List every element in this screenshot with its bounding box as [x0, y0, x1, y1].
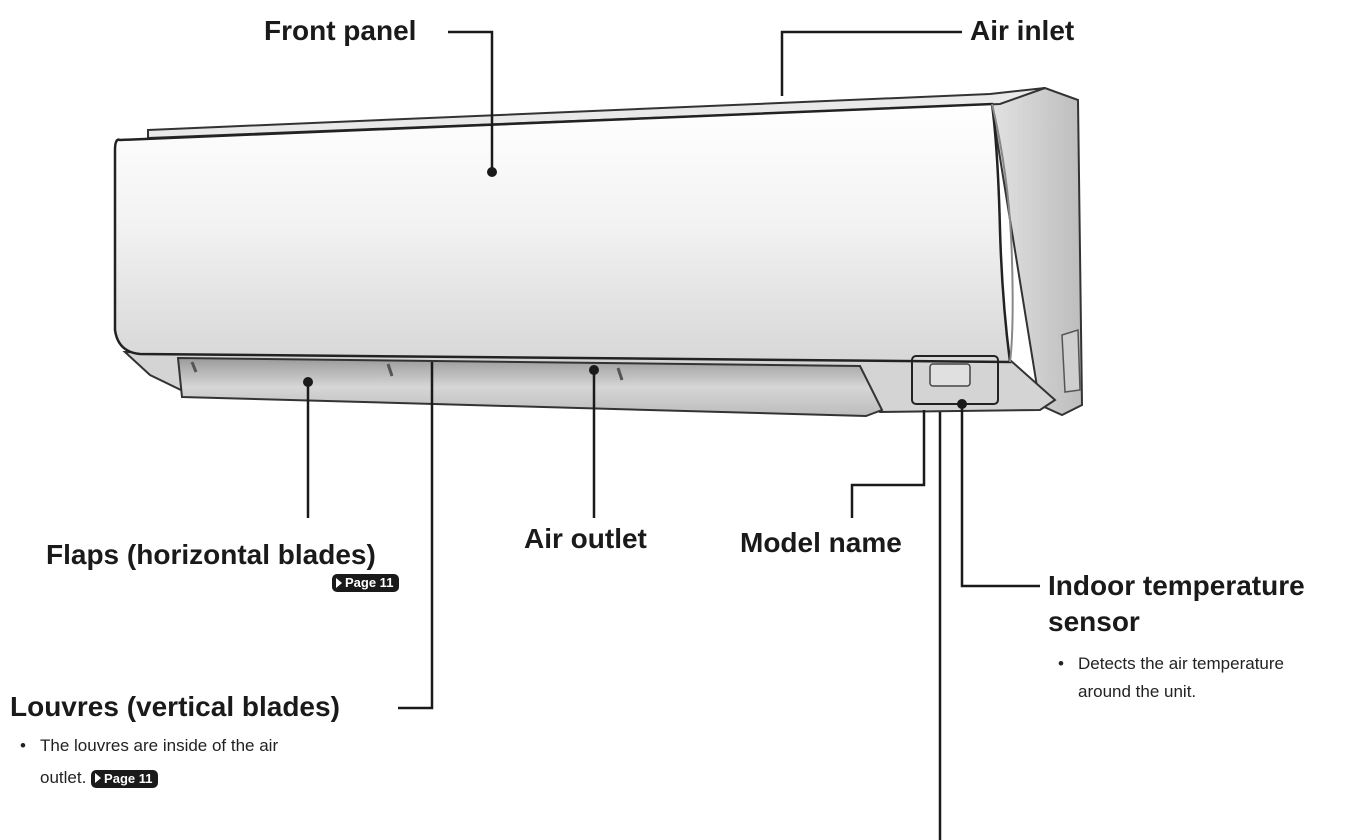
note-louvres-line2: outlet. Page 11: [20, 764, 278, 792]
leader-dots: [303, 167, 967, 409]
play-triangle-icon: [95, 773, 102, 784]
dot-air-outlet: [589, 365, 599, 375]
unit-top-edge: [147, 87, 1046, 140]
panel-right-curve: [991, 103, 1014, 363]
louvre-hint-3: [616, 367, 624, 381]
label-model-name: Model name: [740, 527, 902, 558]
ac-unit-body: [113, 86, 1084, 418]
leader-louvres: [398, 362, 434, 710]
label-air-inlet: Air inlet: [970, 15, 1075, 46]
label-flaps: Flaps (horizontal blades): [46, 539, 376, 570]
note-sensor-text2: around the unit.: [1078, 682, 1197, 701]
label-indoor-sensor-line2: sensor: [1048, 606, 1140, 637]
louvres-page-ref-text: Page 11: [104, 770, 153, 786]
leader-indoor-sensor: [960, 404, 1040, 588]
note-louvres-line1: • The louvres are inside of the air: [20, 732, 278, 760]
louvre-hint-2: [386, 363, 394, 377]
dot-front-panel: [487, 167, 497, 177]
note-sensor: • Detects the air temperature around the …: [1058, 650, 1284, 706]
louvres-page-ref-badge[interactable]: Page 11: [91, 769, 159, 788]
dot-indoor-sensor: [957, 399, 967, 409]
note-sensor-text1: Detects the air temperature: [1078, 654, 1284, 673]
side-vent: [1061, 328, 1081, 393]
sensor-window: [929, 363, 971, 387]
flaps-page-ref-badge[interactable]: Page 11: [332, 574, 400, 592]
flap-blade: [176, 356, 884, 418]
note-sensor-line1: • Detects the air temperature: [1058, 650, 1284, 678]
leader-lines: [306, 30, 1040, 840]
note-louvres-text1: The louvres are inside of the air: [40, 736, 279, 755]
play-triangle-icon: [336, 577, 342, 588]
sensor-display-box: [911, 355, 999, 405]
label-indoor-sensor-line1: Indoor temperature: [1048, 570, 1305, 601]
bullet: •: [20, 736, 26, 755]
note-louvres-text2: outlet.: [40, 768, 87, 787]
front-panel-shape: [113, 102, 1012, 364]
leader-front-panel: [448, 30, 494, 172]
label-front-panel: Front panel: [264, 15, 417, 46]
bullet: •: [1058, 654, 1064, 673]
label-louvres: Louvres (vertical blades): [10, 691, 340, 722]
label-air-outlet: Air outlet: [524, 523, 647, 554]
leader-model-name: [850, 410, 926, 518]
dot-flaps: [303, 377, 313, 387]
note-sensor-line2: around the unit.: [1058, 678, 1284, 706]
note-louvres: • The louvres are inside of the air outle…: [20, 732, 278, 792]
flaps-page-ref-text: Page 11: [345, 575, 394, 590]
louvre-hint-1: [190, 361, 198, 373]
leader-air-inlet: [780, 30, 962, 96]
flaps-page-ref[interactable]: Page 11: [332, 574, 400, 592]
